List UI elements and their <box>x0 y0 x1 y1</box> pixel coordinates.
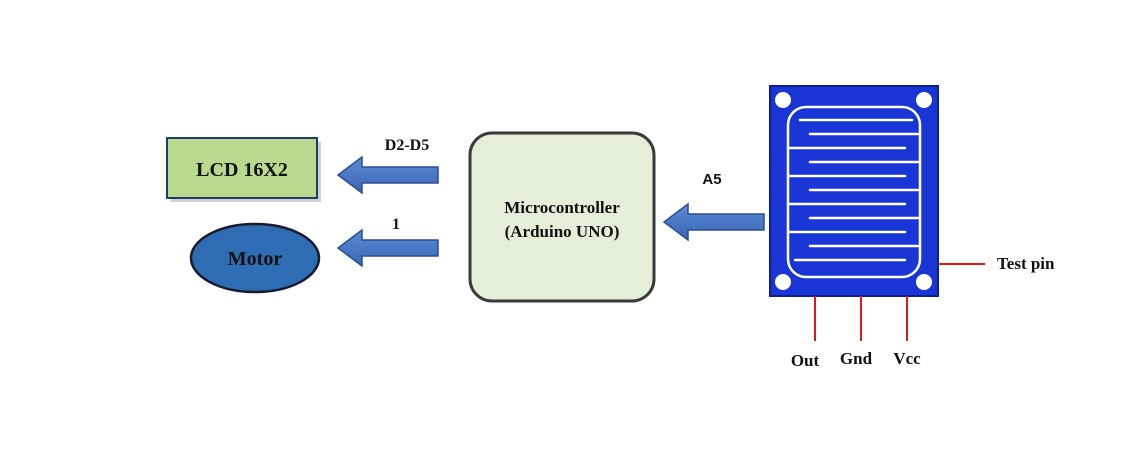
mounting-hole <box>775 274 791 290</box>
mounting-hole <box>916 274 932 290</box>
pin-gnd-label: Gnd <box>840 349 873 368</box>
rain-sensor-board <box>769 85 939 297</box>
mounting-hole <box>775 92 791 108</box>
pin-vcc-label: Vcc <box>893 349 921 368</box>
mounting-hole <box>916 92 932 108</box>
sensor-traces <box>788 118 920 262</box>
microcontroller-label: Microcontroller <box>504 198 620 217</box>
lcd-pins-label: D2-D5 <box>385 137 429 154</box>
test-pin-label: Test pin <box>997 254 1055 273</box>
arrow-sensor-to-mcu <box>662 202 765 242</box>
motor-label: Motor <box>228 248 283 270</box>
motor-pin-label: 1 <box>392 216 400 233</box>
lcd-block: LCD 16X2 <box>166 137 321 202</box>
microcontroller-block: Microcontroller (Arduino UNO) <box>468 131 656 303</box>
sensor-pin-label: A5 <box>702 171 721 188</box>
lcd-label: LCD 16X2 <box>196 159 288 181</box>
microcontroller-sublabel: (Arduino UNO) <box>505 222 620 241</box>
motor-block: Motor <box>189 222 321 294</box>
arrow-to-lcd <box>336 155 439 195</box>
pin-out-label: Out <box>791 351 820 370</box>
arrow-to-motor <box>336 228 439 268</box>
sensor-pin-wires <box>814 263 985 341</box>
